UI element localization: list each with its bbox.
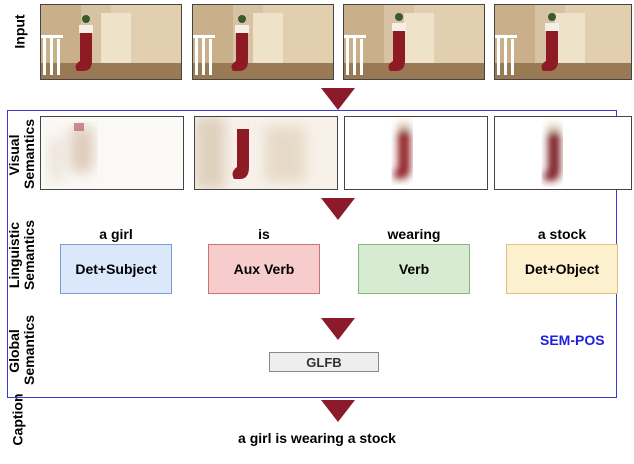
- word-label-3: wearing: [387, 226, 441, 242]
- word-label-2: is: [258, 226, 270, 242]
- visual-frame-2: [194, 116, 338, 190]
- visual-frame-1: [40, 116, 184, 190]
- video-frame-image: [41, 5, 181, 79]
- word-label-4: a stock: [537, 226, 587, 242]
- visual-frame-4: [494, 116, 632, 190]
- video-frame-image: [193, 5, 333, 79]
- attention-map-image: [195, 117, 337, 189]
- glfb-box: GLFB: [269, 352, 379, 372]
- pos-box-det-subject: Det+Subject: [60, 244, 172, 294]
- input-frame-3: [343, 4, 485, 80]
- input-frame-1: [40, 4, 182, 80]
- word-label-1: a girl: [99, 226, 133, 242]
- attention-map-image: [495, 117, 631, 189]
- input-frame-4: [494, 4, 632, 80]
- sem-pos-label: SEM-POS: [540, 332, 605, 348]
- row-label-input: Input: [11, 14, 28, 49]
- video-frame-image: [344, 5, 484, 79]
- pos-box-det-object: Det+Object: [506, 244, 618, 294]
- attention-map-image: [345, 117, 487, 189]
- pos-box-aux-verb: Aux Verb: [208, 244, 320, 294]
- attention-map-image: [41, 117, 183, 189]
- down-arrow-1: [321, 88, 355, 110]
- down-arrow-2: [321, 198, 355, 220]
- input-frame-2: [192, 4, 334, 80]
- video-frame-image: [495, 5, 631, 79]
- pos-box-verb: Verb: [358, 244, 470, 294]
- down-arrow-4: [321, 400, 355, 422]
- down-arrow-3: [321, 318, 355, 340]
- caption-text: a girl is wearing a stock: [238, 430, 396, 446]
- visual-frame-3: [344, 116, 488, 190]
